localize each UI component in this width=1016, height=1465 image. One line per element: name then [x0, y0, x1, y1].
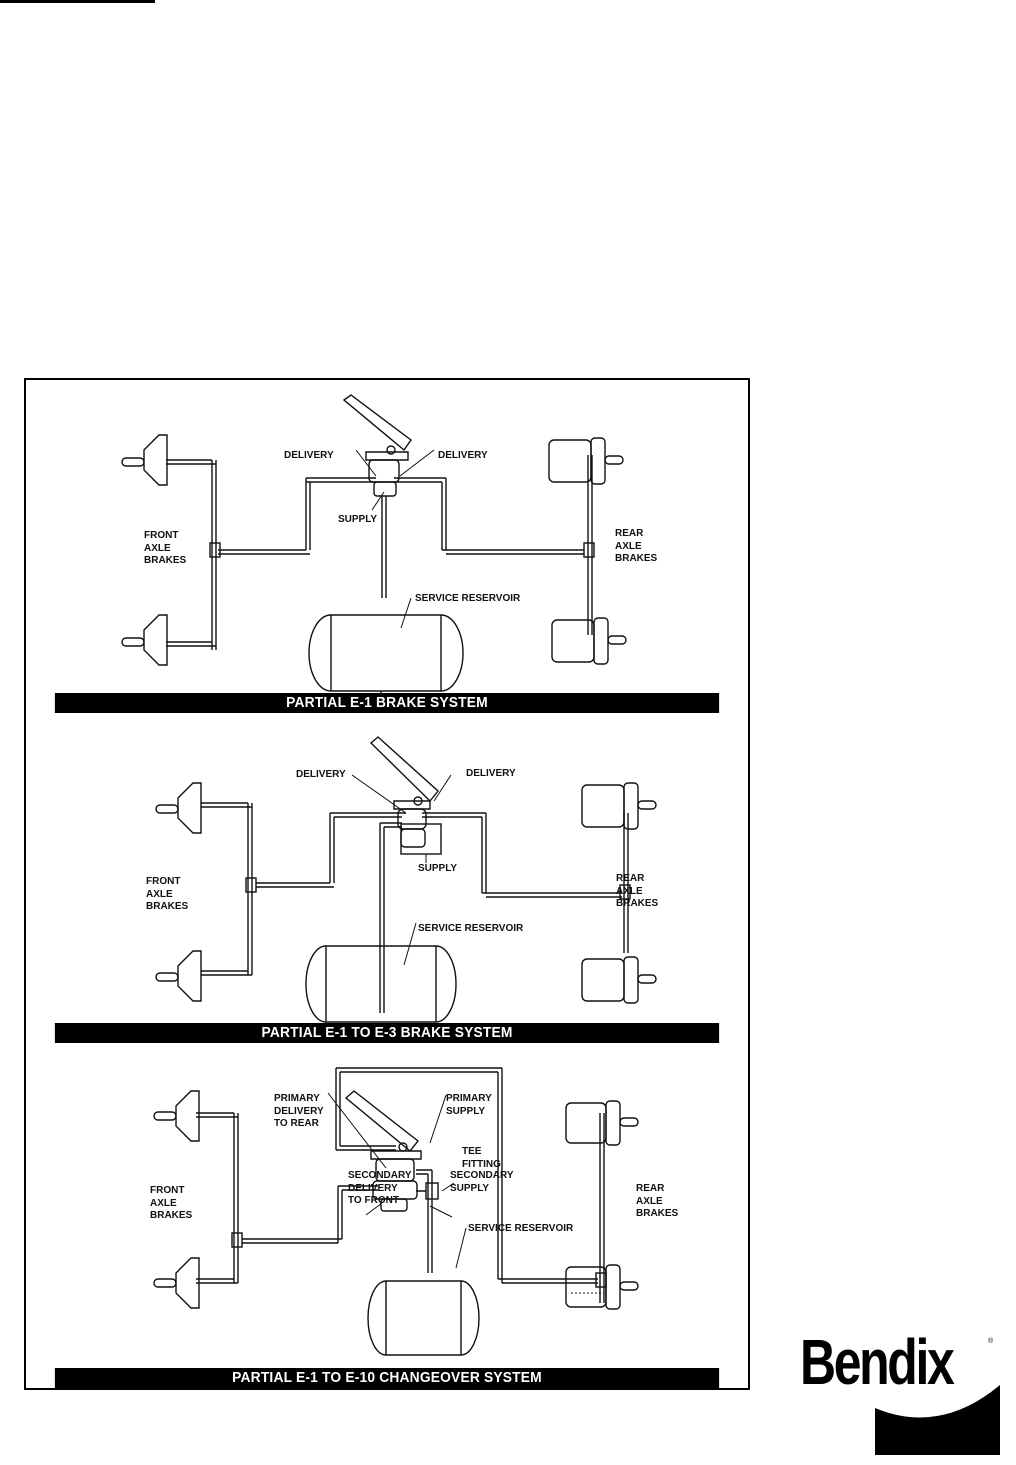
service-reservoir-icon — [305, 945, 457, 1023]
service-reservoir-icon — [308, 614, 464, 693]
figure-frame: DELIVERY DELIVERY SUPPLY FRONT AXLE BRAK… — [24, 378, 750, 1390]
rear-brake-chamber-icon — [581, 782, 657, 830]
caption-e1-e3: PARTIAL E-1 TO E-3 BRAKE SYSTEM — [54, 1023, 720, 1043]
label-supply: SUPPLY — [338, 514, 378, 525]
label-primary-delivery-to-rear: PRIMARY DELIVERY TO REAR — [274, 1093, 324, 1129]
brake-pedal-icon — [342, 394, 412, 497]
label-delivery-left: DELIVERY — [284, 450, 334, 461]
label-secondary-delivery-to-front: SECONDARY DELIVERY TO FRONT — [348, 1170, 412, 1206]
rear-brake-chamber-icon — [581, 956, 657, 1004]
label-supply: SUPPLY — [418, 863, 458, 874]
brand-wordmark: Bendix — [800, 1326, 955, 1398]
e1-diagram — [121, 394, 627, 693]
logo-swoosh-icon — [875, 1385, 1000, 1455]
label-delivery-left: DELIVERY — [296, 769, 346, 780]
rear-brake-chamber-icon — [551, 617, 627, 665]
service-reservoir-icon — [367, 1280, 480, 1356]
panel-e1-e3: DELIVERY DELIVERY SUPPLY FRONT AXLE BRAK… — [26, 713, 748, 1043]
label-rear-axle-brakes: REAR AXLE BRAKES — [636, 1183, 679, 1219]
rear-brake-chamber-icon — [565, 1264, 639, 1310]
label-delivery-right: DELIVERY — [466, 768, 516, 779]
bendix-logo: Bendix ® — [800, 1330, 1005, 1455]
front-brake-chamber-icon — [121, 434, 168, 486]
label-delivery-right: DELIVERY — [438, 450, 488, 461]
panel-e1: DELIVERY DELIVERY SUPPLY FRONT AXLE BRAK… — [26, 380, 748, 713]
label-primary-supply: PRIMARY SUPPLY — [446, 1093, 492, 1117]
front-brake-chamber-icon — [121, 614, 168, 666]
front-brake-chamber-icon — [153, 1090, 200, 1142]
label-front-axle-brakes: FRONT AXLE BRAKES — [146, 876, 189, 912]
label-rear-axle-brakes: REAR AXLE BRAKES — [616, 873, 659, 909]
brake-pedal-icon — [369, 736, 439, 848]
label-front-axle-brakes: FRONT AXLE BRAKES — [144, 530, 187, 566]
caption-e1: PARTIAL E-1 BRAKE SYSTEM — [54, 693, 720, 713]
registered-mark: ® — [988, 1338, 994, 1345]
header-rule — [0, 0, 155, 3]
label-service-reservoir: SERVICE RESERVOIR — [418, 923, 524, 934]
label-service-reservoir: SERVICE RESERVOIR — [468, 1223, 574, 1234]
front-brake-chamber-icon — [155, 782, 202, 834]
label-tee-fitting: TEE FITTING — [462, 1146, 501, 1170]
label-rear-axle-brakes: REAR AXLE BRAKES — [615, 528, 658, 564]
e1-e10-diagram — [153, 1067, 639, 1356]
label-front-axle-brakes: FRONT AXLE BRAKES — [150, 1185, 193, 1221]
label-secondary-supply: SECONDARY SUPPLY — [450, 1170, 514, 1194]
rear-brake-chamber-icon — [565, 1100, 639, 1146]
front-brake-chamber-icon — [153, 1257, 200, 1309]
e1-e3-diagram — [155, 736, 657, 1023]
rear-brake-chamber-icon — [548, 437, 624, 485]
caption-e1-e10: PARTIAL E-1 TO E-10 CHANGEOVER SYSTEM — [54, 1368, 720, 1388]
label-service-reservoir: SERVICE RESERVOIR — [415, 593, 521, 604]
front-brake-chamber-icon — [155, 950, 202, 1002]
panel-e1-e10: PRIMARY DELIVERY TO REAR PRIMARY SUPPLY … — [26, 1043, 748, 1388]
